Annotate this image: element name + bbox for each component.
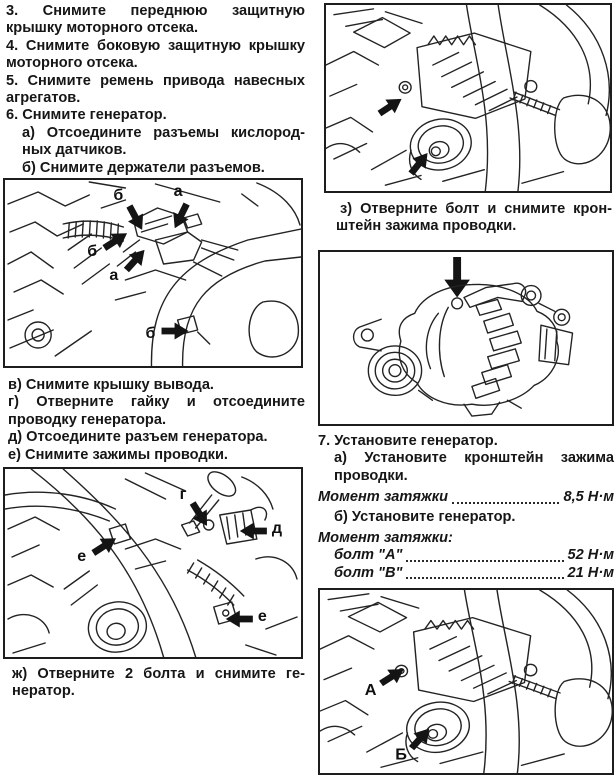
- substeps-vgde-block: в) Снимите крышку вывода. г) Отверните г…: [8, 377, 305, 464]
- step-line: моторного отсека.: [6, 55, 138, 72]
- leader-dots: [406, 559, 564, 562]
- step-line: д) Отсоедините разъем генератора.: [8, 429, 268, 446]
- torque-spec-row: болт "А" 52 Н·м: [318, 547, 614, 564]
- substep-zh-block: ж) Отверните 2 болта и снимите ге- нерат…: [12, 666, 305, 701]
- step-line: 3. Снимите переднюю защитную: [6, 3, 305, 19]
- figure-label-e-left: е: [77, 547, 86, 565]
- figure-label-b-mid: б: [87, 242, 97, 260]
- figure-unbolt-wiring: г д е е: [3, 467, 303, 659]
- engine-bay-illustration: А Б: [320, 590, 612, 773]
- step-line: 6. Снимите генератор.: [6, 107, 167, 124]
- step-line: крышку моторного отсека.: [6, 20, 199, 37]
- figure-bracket-bolts: [324, 3, 612, 193]
- callout-arrow-icon: [374, 92, 407, 121]
- figure-label-bolt-a: А: [365, 682, 377, 698]
- torque-label: Момент затяжки: [318, 489, 449, 506]
- figure-label-bolt-b: Б: [395, 747, 407, 763]
- step-line: в) Снимите крышку вывода.: [8, 377, 214, 393]
- figure-label-d: д: [272, 519, 282, 537]
- figure-disconnect-connectors: б а б а б: [3, 178, 303, 368]
- step-line: нератор.: [12, 683, 75, 700]
- step-line: ж) Отверните 2 болта и снимите ге-: [12, 666, 305, 682]
- step-line: з) Отверните болт и снимите крон-: [340, 201, 612, 217]
- figure-label-b-top: б: [113, 186, 123, 204]
- engine-bay-illustration: б а б а б: [7, 181, 301, 366]
- step-line: е) Снимите зажимы проводки.: [8, 446, 228, 463]
- step-line: г) Отверните гайку и отсоедините: [8, 394, 305, 411]
- step-line: проводку генератора.: [8, 411, 166, 428]
- step-line: 4. Снимите боковую защитную крышку: [6, 37, 305, 54]
- figure-label-g: г: [180, 485, 187, 503]
- figure-install-bolts-ab: А Б: [318, 588, 614, 775]
- step-line: 5. Снимите ремень привода навесных: [6, 72, 305, 89]
- torque-spec-row: Момент затяжки 8,5 Н·м: [318, 489, 614, 506]
- step-line: проводки.: [334, 467, 408, 484]
- substep-z-block: з) Отверните болт и снимите крон- штейн …: [336, 201, 612, 236]
- torque-value: 8,5 Н·м: [563, 489, 614, 506]
- figure-label-b-bottom: б: [145, 324, 155, 342]
- torque-value: 21 Н·м: [567, 564, 614, 581]
- step-line: штейн зажима проводки.: [336, 218, 517, 235]
- leader-dots: [452, 501, 560, 504]
- figure-label-a-top: а: [174, 182, 184, 200]
- callout-arrow-icon: [225, 610, 253, 628]
- step-line: б) Установите генератор.: [334, 508, 516, 525]
- install-steps-block: 7. Установите генератор. а) Установите к…: [318, 433, 614, 582]
- removal-steps-block: 3. Снимите переднюю защитную крышку мото…: [6, 3, 305, 177]
- step-line: б) Снимите держатели разъемов.: [22, 159, 265, 176]
- torque-value: 52 Н·м: [567, 547, 614, 564]
- torque-spec-row: болт "В" 21 Н·м: [318, 565, 614, 582]
- step-line: ных датчиков.: [22, 142, 127, 159]
- step-line: а) Установите кронштейн зажима: [334, 450, 614, 467]
- torque-heading: Момент затяжки:: [318, 530, 453, 547]
- step-line: 7. Установите генератор.: [318, 433, 498, 449]
- step-line: агрегатов.: [6, 90, 81, 107]
- torque-label: болт "А": [334, 547, 403, 564]
- alternator-illustration: [352, 256, 574, 417]
- figure-label-e-right: е: [258, 607, 267, 625]
- torque-label: болт "В": [334, 564, 403, 581]
- callout-arrow-icon: [185, 498, 215, 531]
- figure-alternator: [318, 250, 614, 426]
- engine-bay-illustration: [326, 5, 610, 191]
- figure-label-a-mid: а: [109, 266, 119, 284]
- leader-dots: [406, 577, 564, 580]
- step-line: а) Отсоедините разъемы кислород-: [22, 124, 305, 141]
- engine-bay-illustration: г д е е: [5, 469, 298, 657]
- down-arrow-icon: [444, 256, 470, 298]
